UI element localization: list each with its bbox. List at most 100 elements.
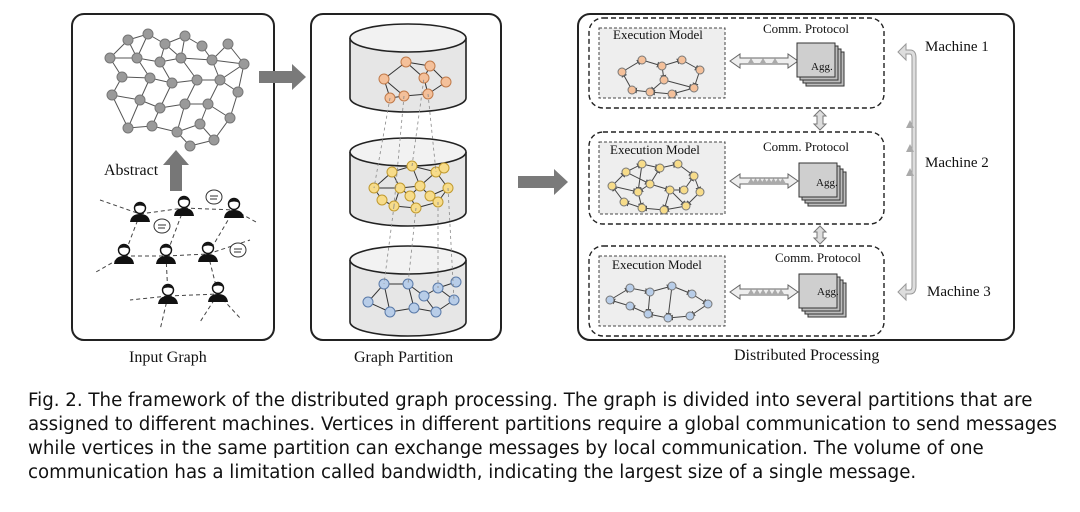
social-edge	[139, 207, 185, 215]
social-edge	[165, 253, 209, 257]
graph-vertex	[695, 65, 705, 75]
caption-text: Fig. 2. The framework of the distributed…	[28, 390, 1057, 483]
person-body	[174, 208, 194, 216]
message-marker	[766, 178, 772, 183]
person-hair	[178, 197, 190, 201]
graph-vertex	[362, 296, 374, 308]
inter-machine-arrow	[812, 225, 828, 245]
cross-partition-edge	[393, 95, 405, 207]
exec-model-label-1: Execution Model	[613, 27, 703, 42]
person-hair	[212, 283, 224, 287]
graph-vertex	[667, 89, 677, 99]
social-edge	[199, 293, 219, 323]
graph-vertex	[430, 306, 442, 318]
graph-vertex	[418, 290, 430, 302]
graph-vertex	[681, 201, 691, 211]
graph-vertex	[689, 83, 699, 93]
graph-vertex	[222, 38, 234, 50]
person-icon	[174, 195, 194, 216]
person-icon	[156, 243, 176, 264]
graph-vertex	[657, 61, 667, 71]
partition-cylinders	[349, 23, 467, 337]
message-marker	[772, 289, 778, 294]
social-edge	[217, 293, 241, 319]
graph-vertex	[625, 283, 635, 293]
cylinder-body	[349, 38, 467, 113]
graph-vertex	[196, 40, 208, 52]
graph-vertex	[166, 77, 178, 89]
machine-block	[588, 131, 885, 225]
social-network	[95, 189, 257, 331]
abstract-label: Abstract	[104, 162, 159, 179]
graph-vertex	[402, 278, 414, 290]
comm-protocol-label-1: Comm. Protocol	[763, 21, 849, 36]
graph-vertex	[687, 289, 697, 299]
cross-partition-edge	[407, 207, 417, 285]
social-edge	[207, 239, 251, 255]
agg-label-2: Agg.	[816, 177, 838, 189]
graph-vertex	[703, 299, 713, 309]
bubble-outline	[229, 242, 247, 258]
social-edge	[99, 199, 141, 215]
message-marker	[760, 58, 766, 63]
aggregator-box	[798, 273, 838, 309]
graph-vertex	[116, 71, 128, 83]
exec-model-label-2: Execution Model	[610, 142, 700, 157]
graph-vertex	[418, 72, 430, 84]
graph-vertex	[106, 89, 118, 101]
graph-vertex	[424, 60, 436, 72]
graph-vertex	[175, 52, 187, 64]
graph-vertex	[667, 281, 677, 291]
graph-vertex	[625, 301, 635, 311]
graph-vertex	[627, 85, 637, 95]
graph-vertex	[238, 58, 250, 70]
graph-vertex	[400, 56, 412, 68]
partition-cylinder	[349, 23, 467, 113]
framework-diagram	[71, 13, 1015, 341]
agg-label-3: Agg.	[817, 286, 839, 298]
graph-vertex	[184, 140, 196, 152]
message-marker	[761, 178, 768, 183]
graph-edge	[665, 285, 673, 319]
aggregator-box	[796, 42, 836, 78]
graph-vertex	[224, 112, 236, 124]
distributed-processing-label: Distributed Processing	[734, 347, 880, 364]
person-icon	[130, 201, 150, 222]
message-marker	[748, 289, 754, 294]
cylinder-top	[349, 245, 467, 275]
graph-vertex	[142, 28, 154, 40]
person-body	[158, 296, 178, 304]
message-marker	[770, 178, 777, 183]
person-icon	[158, 283, 178, 304]
graph-vertex	[695, 187, 705, 197]
person-icon	[224, 197, 244, 218]
graph-vertex	[214, 74, 226, 86]
person-body	[156, 256, 176, 264]
graph-vertex	[440, 76, 452, 88]
person-icon	[208, 281, 228, 302]
graph-vertex	[645, 87, 655, 97]
message-marker	[779, 178, 786, 183]
exec-model-label-3: Execution Model	[612, 257, 702, 272]
graph-vertex	[202, 98, 214, 110]
graph-vertex	[144, 72, 156, 84]
graph-vertex	[131, 52, 143, 64]
graph-vertex	[104, 52, 116, 64]
person-body	[114, 256, 134, 264]
graph-vertex	[122, 34, 134, 46]
graph-vertex	[689, 171, 699, 181]
machine-3-label: Machine 3	[927, 284, 991, 300]
inter-machine-arrow	[812, 109, 828, 131]
comm-protocol-label-2: Comm. Protocol	[763, 139, 849, 154]
social-edge	[167, 293, 219, 297]
graph-vertex	[438, 162, 450, 174]
graph-vertex	[665, 185, 675, 195]
machine-1-label: Machine 1	[925, 39, 989, 55]
person-body	[208, 294, 228, 302]
message-marker	[748, 58, 754, 63]
graph-vertex	[179, 98, 191, 110]
graph-vertex	[404, 190, 416, 202]
person-body	[224, 210, 244, 218]
graph-vertex	[679, 185, 689, 195]
execution-model-box	[598, 255, 726, 327]
